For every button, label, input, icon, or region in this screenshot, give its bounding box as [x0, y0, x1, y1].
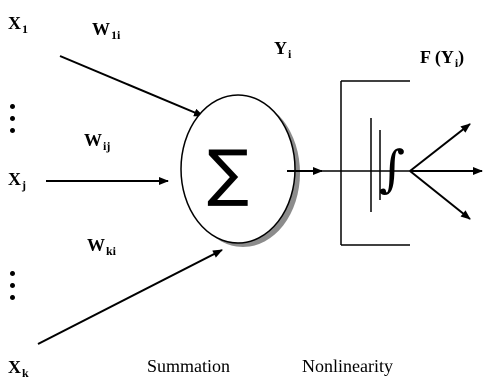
input-xk-label: Xk — [8, 357, 29, 380]
weight-wki-label: Wki — [87, 235, 117, 258]
input-xj-label: Xj — [8, 169, 26, 192]
input-arrow-x1 — [59, 55, 204, 117]
output-arrow-up — [409, 123, 471, 172]
summation-caption: Summation — [147, 356, 231, 376]
output-arrow-down — [409, 170, 471, 220]
nonlinearity-caption: Nonlinearity — [302, 356, 393, 376]
input-arrow-xk — [37, 249, 223, 345]
ellipsis-upper — [10, 104, 16, 138]
input-x1-label: X1 — [8, 13, 28, 36]
node-output-yi-label: Yi — [274, 38, 292, 61]
summation-symbol: ∑ — [207, 136, 249, 209]
weight-w1i-label: W1i — [92, 19, 121, 42]
weight-wij-label: Wij — [84, 130, 111, 153]
summation-node — [180, 94, 296, 244]
integral-symbol: ∫ — [379, 140, 405, 198]
activation-output-label: F (Yi) — [420, 47, 465, 70]
ellipsis-lower — [10, 271, 16, 305]
